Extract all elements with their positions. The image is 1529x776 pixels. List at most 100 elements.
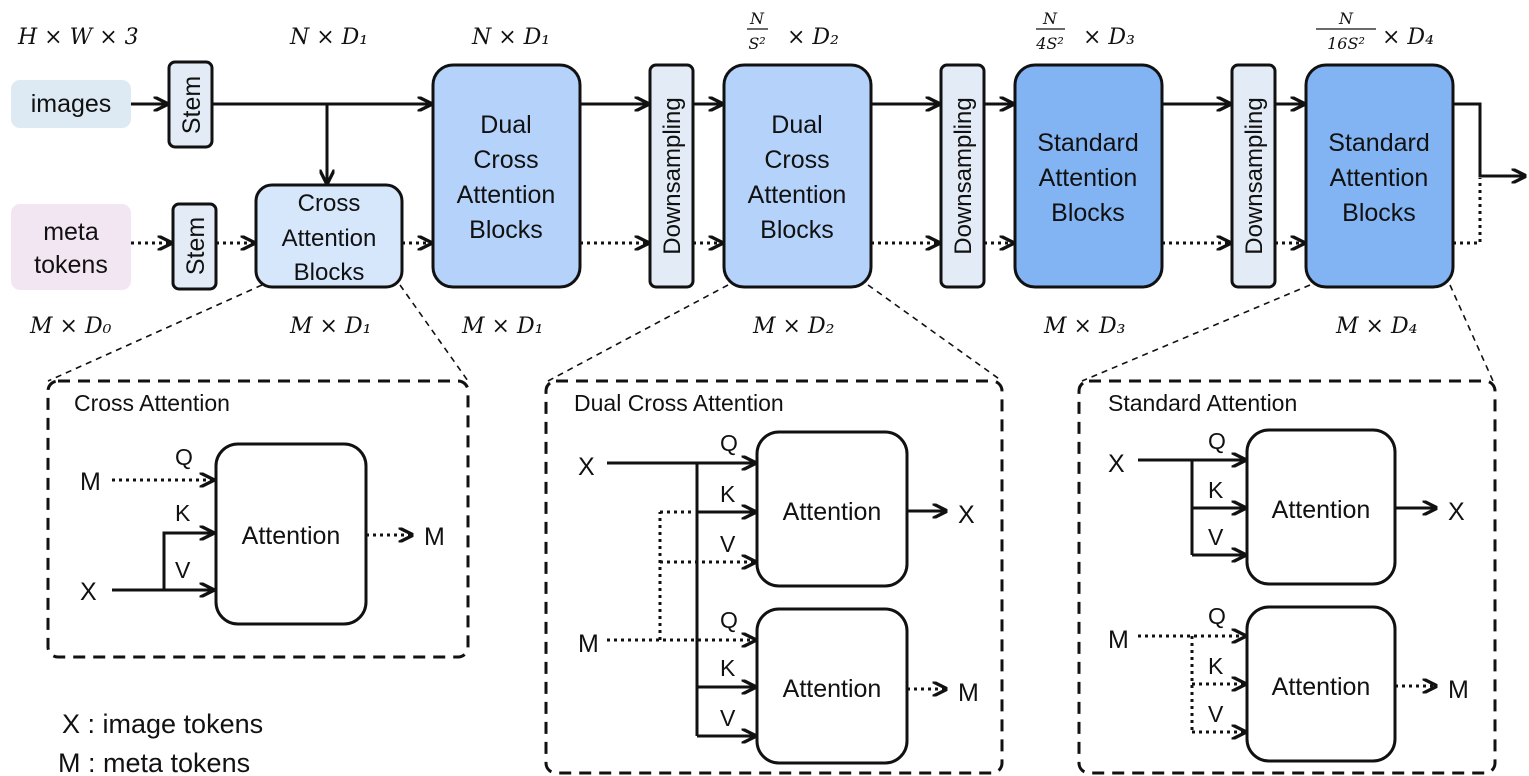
downsampling-block-1 <box>648 63 695 289</box>
meta-input-label-bg <box>11 204 131 290</box>
cross-attention-blocks-line1: Cross <box>298 190 361 217</box>
dual-cross-attention-detail-panel: Dual Cross Attention Attention Attention… <box>544 379 1004 775</box>
svg-text:Attention: Attention <box>1272 496 1371 524</box>
std1-line1: Standard <box>1037 129 1138 157</box>
svg-text:X: X <box>578 453 595 481</box>
svg-text:Attention: Attention <box>783 498 882 526</box>
legend-meta-tokens: M : meta tokens <box>58 748 250 776</box>
svg-text:X: X <box>1108 450 1125 478</box>
dual2-line1: Dual <box>771 111 822 139</box>
dim-stage2-meta: M × D₂ <box>752 314 834 339</box>
dim-stage3-meta: M × D₃ <box>1043 314 1125 339</box>
cross-attention-detail-panel: Cross Attention Attention M Q X K V M <box>46 379 470 659</box>
dim-stem-image: N × D₁ <box>289 25 368 50</box>
downsampling-label-3: Downsampling <box>1241 97 1268 254</box>
dim-stage2-image: N S² × D₂ <box>747 9 839 53</box>
dim-stage4-meta: M × D₄ <box>1335 314 1417 339</box>
std2-line3: Blocks <box>1342 199 1416 227</box>
svg-text:V: V <box>175 557 191 583</box>
svg-text:K: K <box>175 500 191 526</box>
dual-cross-attention-blocks-stage1 <box>431 63 582 289</box>
detail-callout-lines <box>47 284 1494 382</box>
standard-attention-detail-panel: Standard Attention Attention Attention X… <box>1077 379 1497 775</box>
dim-input-meta: M × D₀ <box>29 314 112 339</box>
svg-text:Q: Q <box>1208 428 1226 454</box>
cross-attention-blocks <box>254 183 404 289</box>
dual1-line2: Cross <box>473 146 538 174</box>
svg-text:4S²: 4S² <box>1035 34 1064 53</box>
svg-text:Attention: Attention <box>783 675 882 703</box>
downsampling-block-3 <box>1230 63 1277 289</box>
downsampling-label-2: Downsampling <box>950 97 977 254</box>
svg-text:M: M <box>424 523 445 551</box>
std2-line2: Attention <box>1330 164 1429 192</box>
legend-image-tokens: X : image tokens <box>62 709 263 739</box>
svg-text:N: N <box>749 9 765 28</box>
svg-text:M: M <box>1448 676 1469 704</box>
svg-text:V: V <box>1208 701 1224 727</box>
dim-stage1-image: N × D₁ <box>471 25 550 50</box>
dual2-line2: Cross <box>764 146 829 174</box>
standard-attention-detail-title: Standard Attention <box>1108 390 1297 416</box>
cross-attention-blocks-line2: Attention <box>282 225 377 252</box>
dual-cross-attention-blocks-stage2 <box>722 63 873 289</box>
dual-cross-attention-detail-title: Dual Cross Attention <box>574 390 784 416</box>
std1-line2: Attention <box>1039 164 1138 192</box>
dim-stage4-image: N 16S² × D₄ <box>1316 9 1434 53</box>
svg-text:V: V <box>720 531 736 557</box>
meta-flow-arrows <box>131 178 1482 243</box>
dim-stage1-meta: M × D₁ <box>461 314 543 339</box>
images-input-label: images <box>31 90 112 118</box>
meta-input-label-line1: meta <box>43 218 99 246</box>
svg-text:Q: Q <box>175 444 193 470</box>
downsampling-label-1: Downsampling <box>659 97 686 254</box>
image-flow-arrows <box>131 104 1525 183</box>
meta-stem-block <box>171 202 218 291</box>
svg-text:K: K <box>720 481 736 507</box>
meta-stem-label: Stem <box>182 217 210 275</box>
std2-line1: Standard <box>1328 129 1429 157</box>
dual-attention-module-meta <box>755 607 909 765</box>
dim-input-image: H × W × 3 <box>17 25 139 50</box>
dual1-line4: Blocks <box>469 216 543 244</box>
svg-text:× D₄: × D₄ <box>1382 25 1434 50</box>
svg-text:K: K <box>1208 477 1224 503</box>
svg-text:K: K <box>1208 653 1224 679</box>
std1-line3: Blocks <box>1051 199 1125 227</box>
standard-attention-blocks-stage4 <box>1304 63 1455 289</box>
svg-text:M: M <box>1108 626 1129 654</box>
dual-attention-module-image <box>755 430 909 588</box>
svg-text:V: V <box>720 705 736 731</box>
cross-attention-blocks-line3: Blocks <box>294 259 365 286</box>
svg-text:V: V <box>1208 524 1224 550</box>
svg-text:× D₃: × D₃ <box>1083 25 1135 50</box>
svg-text:X: X <box>1448 498 1465 526</box>
standard-attention-blocks-stage3 <box>1013 63 1164 289</box>
svg-text:X: X <box>958 501 975 529</box>
svg-text:Q: Q <box>720 430 738 456</box>
svg-text:× D₂: × D₂ <box>787 25 839 50</box>
svg-text:N: N <box>1042 9 1058 28</box>
cross-attention-detail-title: Cross Attention <box>74 390 230 416</box>
svg-text:Attention: Attention <box>1272 673 1371 701</box>
downsampling-block-2 <box>939 63 986 289</box>
svg-text:X: X <box>80 578 97 606</box>
svg-text:N: N <box>1338 9 1354 28</box>
image-stem-label: Stem <box>178 76 206 134</box>
dim-stage3-image: N 4S² × D₃ <box>1035 9 1135 53</box>
svg-text:M: M <box>958 679 979 707</box>
svg-text:K: K <box>720 655 736 681</box>
svg-text:M: M <box>80 468 101 496</box>
svg-text:16S²: 16S² <box>1327 34 1365 53</box>
dim-cross-meta: M × D₁ <box>289 314 371 339</box>
svg-text:M: M <box>578 630 599 658</box>
svg-text:Q: Q <box>720 607 738 633</box>
images-input-label-bg <box>11 80 131 128</box>
svg-text:S²: S² <box>748 34 765 53</box>
svg-text:Attention: Attention <box>242 522 341 550</box>
standard-attention-module-meta <box>1245 605 1397 763</box>
legend: X : image tokens M : meta tokens <box>58 709 263 776</box>
dual1-line3: Attention <box>457 181 556 209</box>
dual2-line3: Attention <box>748 181 847 209</box>
